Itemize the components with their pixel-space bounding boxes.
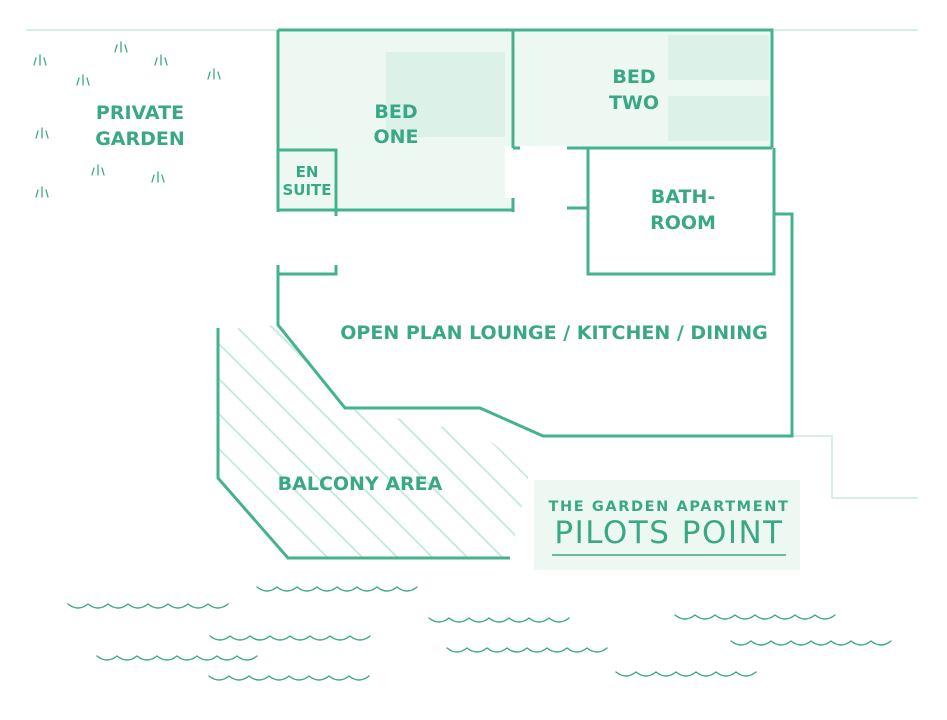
site-boundary-lines <box>26 29 918 499</box>
grass-tuft-icon <box>151 171 165 183</box>
water-wave-icon <box>256 586 418 592</box>
water-wave-icon <box>209 635 371 641</box>
grass-tuft-icon <box>76 74 90 86</box>
grass-tuft-icon <box>35 186 49 198</box>
water-wave-icon <box>730 640 892 646</box>
en-suite-label-line2: SUITE <box>282 181 331 199</box>
bed-two-bed-top <box>668 35 769 80</box>
water-waves <box>67 586 892 681</box>
bed-two-bed-bottom <box>668 96 769 141</box>
bed-one-label-line2: ONE <box>373 126 418 148</box>
water-wave-icon <box>208 675 370 681</box>
en-suite-label-line1: EN <box>296 163 319 181</box>
private-garden-label-line2: GARDEN <box>95 128 185 150</box>
water-wave-icon <box>674 614 836 620</box>
water-wave-icon <box>428 617 570 623</box>
water-wave-icon <box>96 655 258 661</box>
bed-two-label-line1: BED <box>612 66 655 88</box>
grass-tuft-icon <box>91 164 105 176</box>
hallway-gap <box>505 146 567 198</box>
water-wave-icon <box>615 671 757 677</box>
lounge-label: OPEN PLAN LOUNGE / KITCHEN / DINING <box>340 322 767 344</box>
bed-one-bed <box>386 52 505 137</box>
grass-tuft-icon <box>35 127 49 139</box>
bathroom-label-line1: BATH- <box>651 186 715 208</box>
title-card: THE GARDEN APARTMENT PILOTS POINT <box>534 480 800 570</box>
grass-tuft-icon <box>33 54 47 66</box>
bathroom-label-line2: ROOM <box>650 212 716 234</box>
walls <box>216 28 794 560</box>
balcony-label: BALCONY AREA <box>278 473 443 495</box>
title-card-subtitle: THE GARDEN APARTMENT <box>549 499 790 515</box>
private-garden-label-line1: PRIVATE <box>96 102 184 124</box>
bed-one-label-line1: BED <box>374 101 417 123</box>
water-wave-icon <box>67 603 229 609</box>
water-wave-icon <box>446 647 608 653</box>
grass-tufts <box>33 41 221 198</box>
bed-two-label-line2: TWO <box>609 92 659 114</box>
title-card-name: PILOTS POINT <box>554 515 783 551</box>
grass-tuft-icon <box>207 68 221 80</box>
grass-tuft-icon <box>154 54 168 66</box>
grass-tuft-icon <box>114 41 128 53</box>
